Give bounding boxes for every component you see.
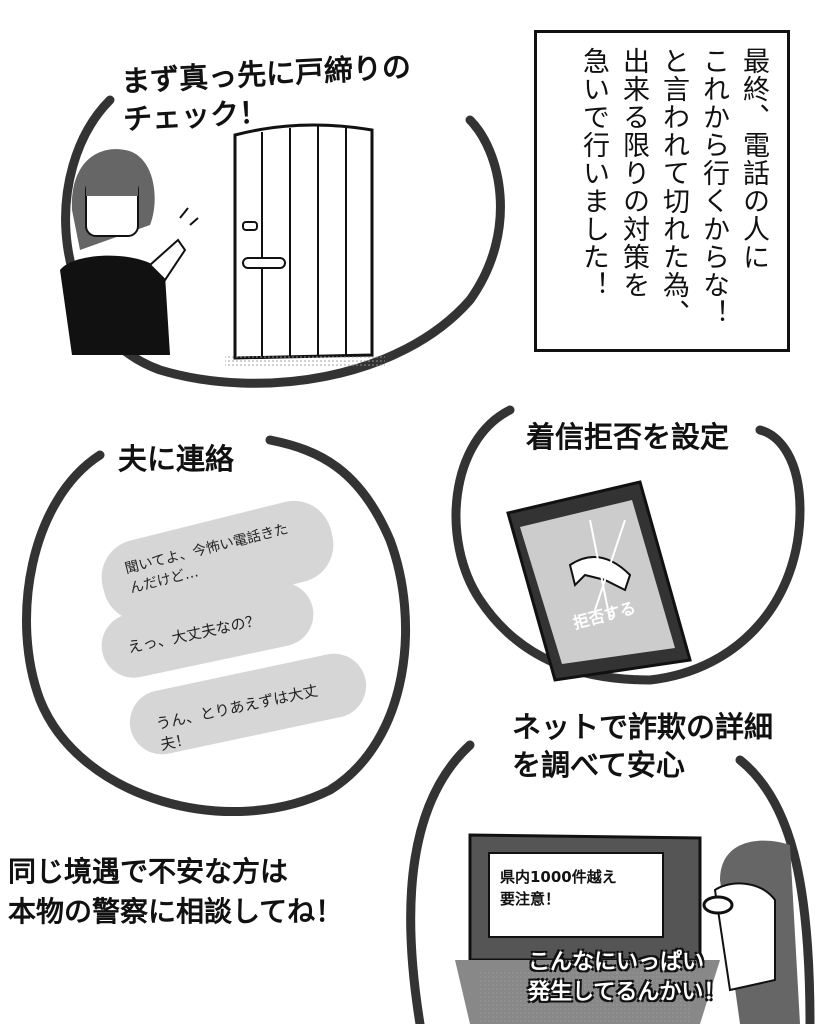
- husband-panel-outline: [22, 435, 411, 817]
- block-panel-caption: 着信拒否を設定: [526, 420, 730, 454]
- door-illustration: [225, 123, 385, 368]
- laptop-screen-text: 県内1000件越え 要注意！: [488, 852, 664, 938]
- search-panel-caption: ネットで詐欺の詳細 を調べて安心: [512, 710, 774, 782]
- husband-panel-caption: 夫に連絡: [118, 442, 235, 476]
- closing-message: 同じ境遇で不安な方は 本物の警察に相談してね！: [8, 855, 344, 928]
- search-panel-outline: [406, 740, 815, 1024]
- phone-illustration: [506, 480, 692, 682]
- surprise-exclamation: こんなにいっぱい 発生してるんかい！: [528, 950, 726, 1005]
- narration-box: 最終、電話の人に これから行くからな！ と言われて切れた為、 出来る限りの対策を…: [534, 30, 790, 352]
- woman-peeking-illustration: [702, 840, 800, 1024]
- block-panel-outline: [451, 405, 805, 685]
- door-panel-caption: まず真っ先に戸締りの チェック！: [120, 49, 412, 137]
- narration-text: 最終、電話の人に これから行くからな！ と言われて切れた為、 出来る限りの対策を…: [578, 47, 769, 327]
- woman-illustration: [60, 149, 199, 355]
- door-panel-outline: [61, 95, 505, 388]
